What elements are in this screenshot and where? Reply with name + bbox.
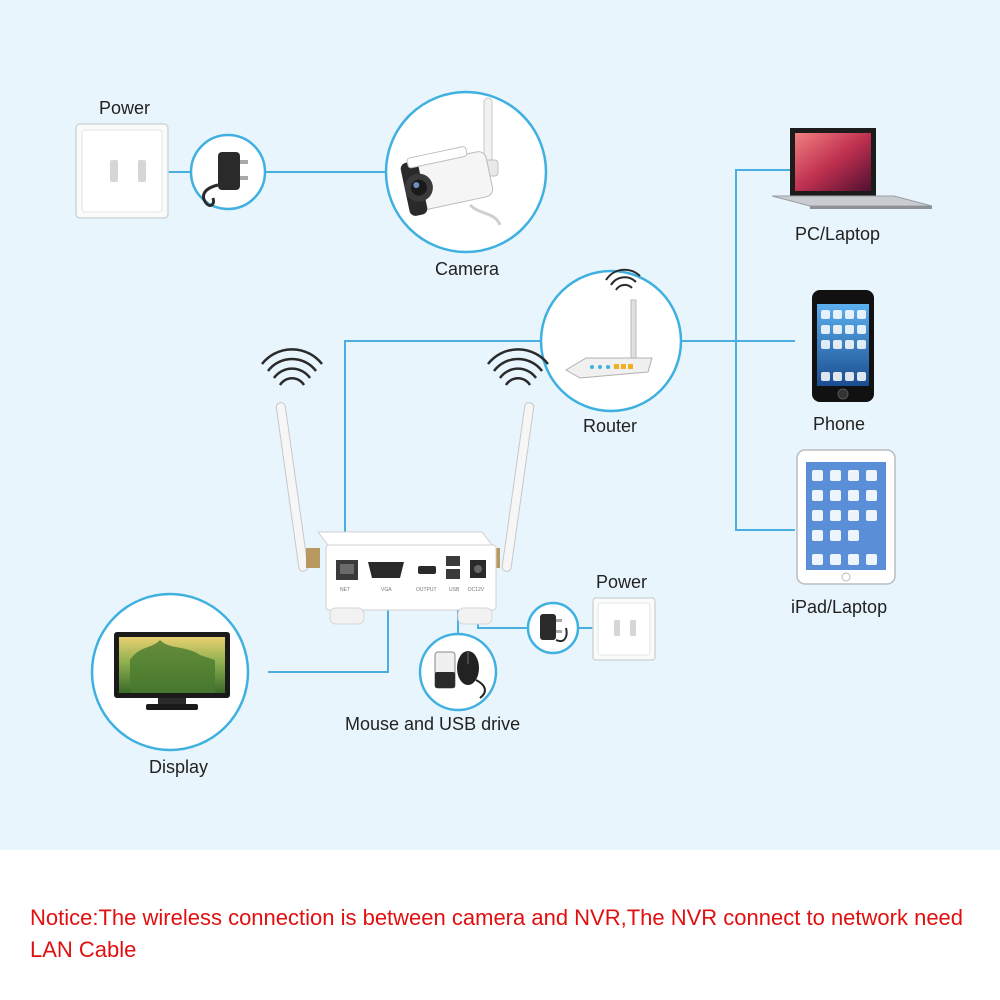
port-label-usb: USB	[449, 587, 460, 593]
monitor-icon	[90, 592, 250, 752]
tablet-icon	[796, 449, 896, 585]
label-mouse-usb: Mouse and USB drive	[345, 714, 521, 734]
wifi-signal-icon	[261, 348, 323, 386]
power-adapter-icon	[189, 133, 267, 211]
label-camera: Camera	[435, 259, 500, 279]
wifi-signal-icon	[487, 348, 549, 386]
wifi-signal-icon	[605, 268, 641, 291]
line-vga-display	[268, 585, 389, 673]
power-adapter-icon	[526, 601, 580, 655]
wall-socket-icon	[75, 123, 169, 219]
mouse-icon	[457, 651, 486, 699]
laptop-icon	[771, 128, 933, 209]
router-icon	[539, 268, 683, 413]
wall-socket-icon	[592, 597, 656, 661]
mouse-usb-circle	[418, 632, 498, 712]
label-phone: Phone	[813, 414, 866, 434]
port-label-dc: DC12V	[468, 587, 485, 593]
label-power-top: Power	[99, 98, 151, 118]
port-label-output: OUTPUT	[416, 587, 437, 593]
label-power-right: Power	[596, 572, 648, 592]
line-devices-bus	[735, 169, 795, 531]
nvr-device-icon: NET VGA OUTPUT USB DC12V	[261, 348, 549, 625]
connection-diagram: NET VGA OUTPUT USB DC12V	[75, 90, 933, 752]
usb-drive-icon	[434, 651, 456, 689]
label-pc-laptop: PC/Laptop	[795, 224, 881, 244]
label-router: Router	[583, 416, 638, 436]
label-ipad-laptop: iPad/Laptop	[791, 597, 888, 617]
bullet-camera-icon	[384, 90, 548, 254]
smartphone-icon	[812, 290, 874, 402]
line-nvr-router	[344, 340, 542, 562]
port-label-net: NET	[340, 587, 350, 593]
notice-text: Notice:The wireless connection is betwee…	[30, 905, 964, 962]
notice-area	[0, 850, 1000, 1000]
label-display: Display	[149, 757, 209, 777]
port-label-vga: VGA	[381, 587, 392, 593]
